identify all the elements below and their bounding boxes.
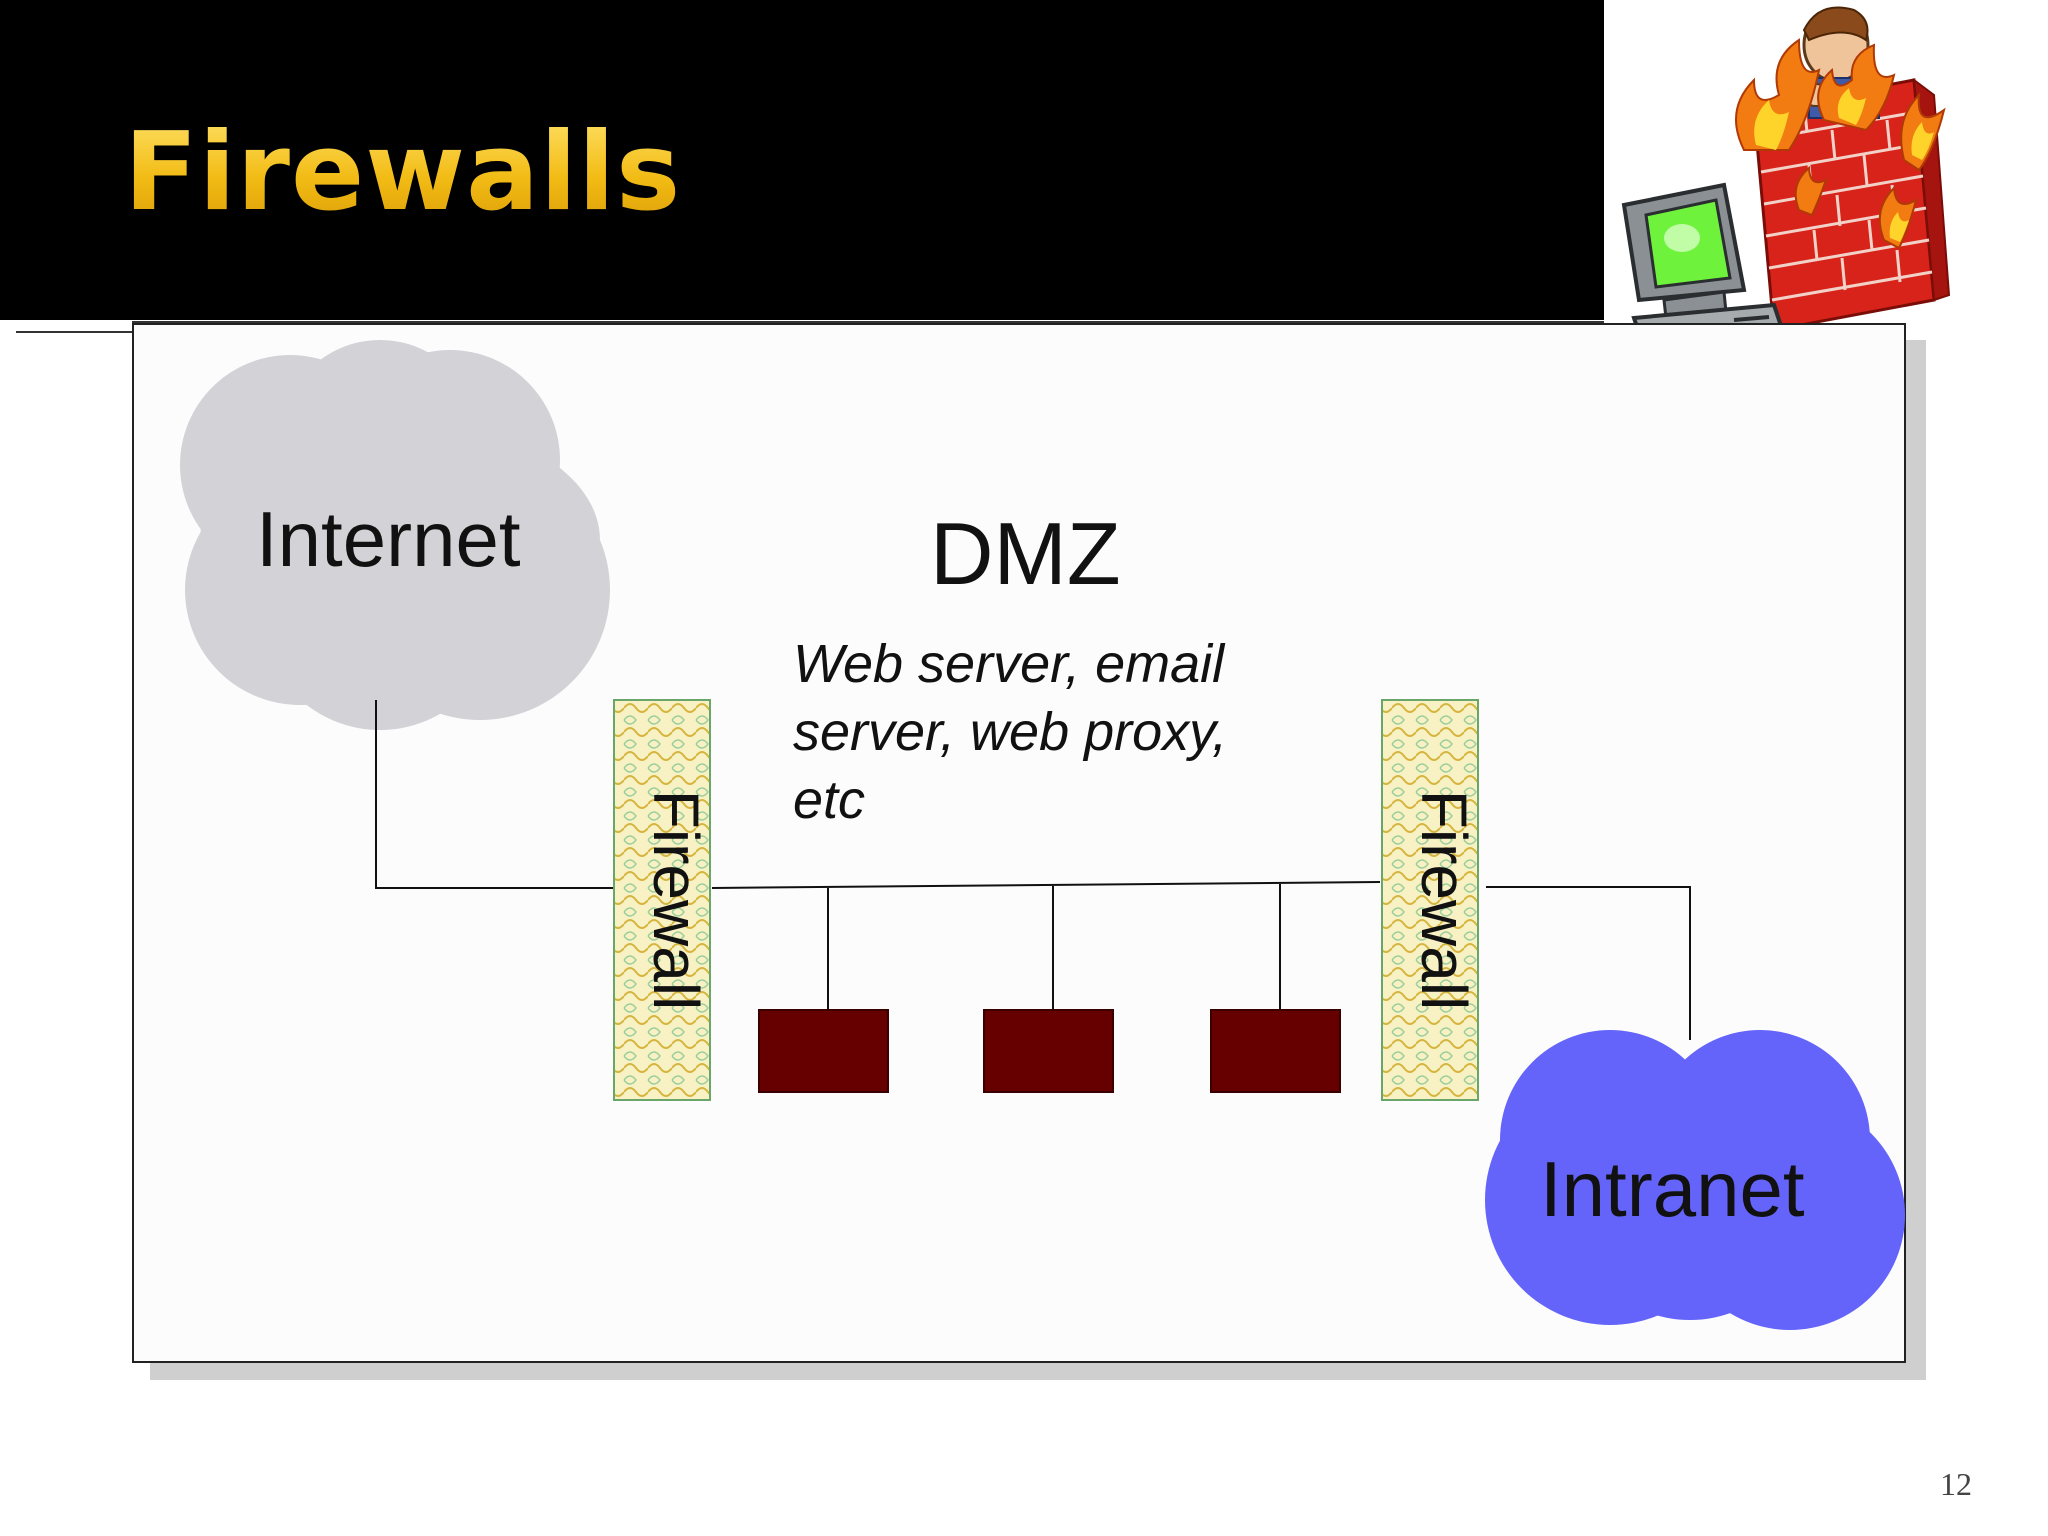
firewall-right — [1381, 699, 1479, 1101]
network-lines — [375, 700, 1691, 1040]
dmz-server — [983, 1009, 1114, 1093]
firewall-right-label: Firewall — [1408, 789, 1480, 1011]
intranet-label: Intranet — [1540, 1145, 1805, 1233]
firewall-left-label: Firewall — [640, 789, 712, 1011]
internet-label: Internet — [256, 495, 521, 583]
dmz-server — [1210, 1009, 1341, 1093]
title-bar — [0, 0, 1604, 320]
intranet-cloud — [1485, 1030, 1905, 1330]
flames-icon — [1735, 38, 1946, 250]
internet-cloud — [180, 340, 610, 730]
dmz-server — [758, 1009, 889, 1093]
title-rule-right — [132, 321, 1604, 323]
dmz-description: Web server, email server, web proxy, etc — [793, 634, 1228, 830]
dmz-label: DMZ — [930, 504, 1121, 603]
slide-title: Firewalls — [124, 110, 682, 235]
title-rule — [16, 331, 132, 333]
page-number: 12 — [1940, 1466, 1972, 1502]
firewall-left — [613, 699, 711, 1101]
